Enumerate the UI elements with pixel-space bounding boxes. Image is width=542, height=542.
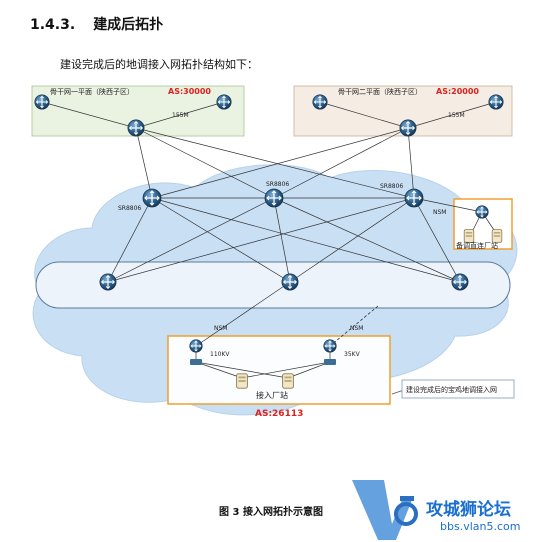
- plane2-gateway-router-icon: [399, 119, 417, 137]
- callout-box: [401, 379, 515, 399]
- access-site-label: 接入厂站: [256, 390, 288, 400]
- plane2-as-label: AS:20000: [436, 87, 479, 96]
- core-right-label: SR8806: [380, 183, 403, 190]
- figure-caption: 图 3 接入网拓扑示意图: [219, 507, 323, 518]
- nsm-dashed-label: NSM: [350, 325, 363, 332]
- plane2-label: 骨干网二平面（陕西子区）: [338, 87, 422, 96]
- ring-router-left-icon: [99, 273, 117, 291]
- watermark-logo-icon: [352, 480, 418, 540]
- core-router-left-icon: [142, 188, 162, 208]
- access-site-box: [167, 335, 391, 405]
- backup-site-router-icon: [475, 205, 489, 219]
- watermark-url: bbs.vlan5.com: [440, 520, 521, 533]
- link-lines: [41, 101, 499, 379]
- access-switch-left-icon: [190, 359, 202, 365]
- ring-router-right-icon: [451, 273, 469, 291]
- nsm-left-label: NSM: [214, 325, 227, 332]
- core-router-right-icon: [404, 188, 424, 208]
- access-router-left-icon: [189, 339, 203, 353]
- ring-router-mid-icon: [281, 273, 299, 291]
- access-server-left-icon: [236, 373, 248, 389]
- nsm-right-label: NSM: [433, 209, 446, 216]
- intro-text: 建设完成后的地调接入网拓扑结构如下：: [60, 58, 258, 71]
- plane2-link-label: 155M: [448, 112, 465, 119]
- plane1-router-left-icon: [34, 94, 50, 110]
- plane1-router-right-icon: [216, 94, 232, 110]
- plane1-link-label: 155M: [172, 112, 189, 119]
- plane2-router-left-icon: [312, 94, 328, 110]
- plane1-gateway-router-icon: [127, 119, 145, 137]
- plane2-router-right-icon: [488, 94, 504, 110]
- backup-server-left-icon: [463, 229, 475, 243]
- core-mid-label: SR8806: [266, 181, 289, 188]
- section-title: 建成后拓扑: [93, 17, 164, 33]
- plane1-as-label: AS:30000: [168, 87, 211, 96]
- voltage-left-label: 110KV: [210, 351, 230, 358]
- as-bottom-label: AS:26113: [255, 409, 303, 419]
- core-left-label: SR8806: [118, 205, 141, 212]
- backup-site-label: 备调直连厂站: [456, 241, 498, 250]
- nsm-dashed-link: [329, 305, 379, 347]
- access-ring: [35, 261, 511, 309]
- section-heading: 1.4.3. 建成后拓扑: [30, 14, 163, 34]
- backup-server-right-icon: [491, 229, 503, 243]
- access-switch-right-icon: [324, 359, 336, 365]
- watermark-title: 攻城狮论坛: [426, 500, 511, 520]
- access-server-right-icon: [282, 373, 294, 389]
- section-number: 1.4.3.: [30, 17, 76, 33]
- plane1-label: 骨干网一平面（陕西子区）: [50, 87, 134, 96]
- access-router-right-icon: [323, 339, 337, 353]
- core-router-mid-icon: [264, 188, 284, 208]
- voltage-right-label: 35KV: [344, 351, 361, 358]
- callout-text: 建设完成后的宝鸡地调接入网: [406, 385, 497, 394]
